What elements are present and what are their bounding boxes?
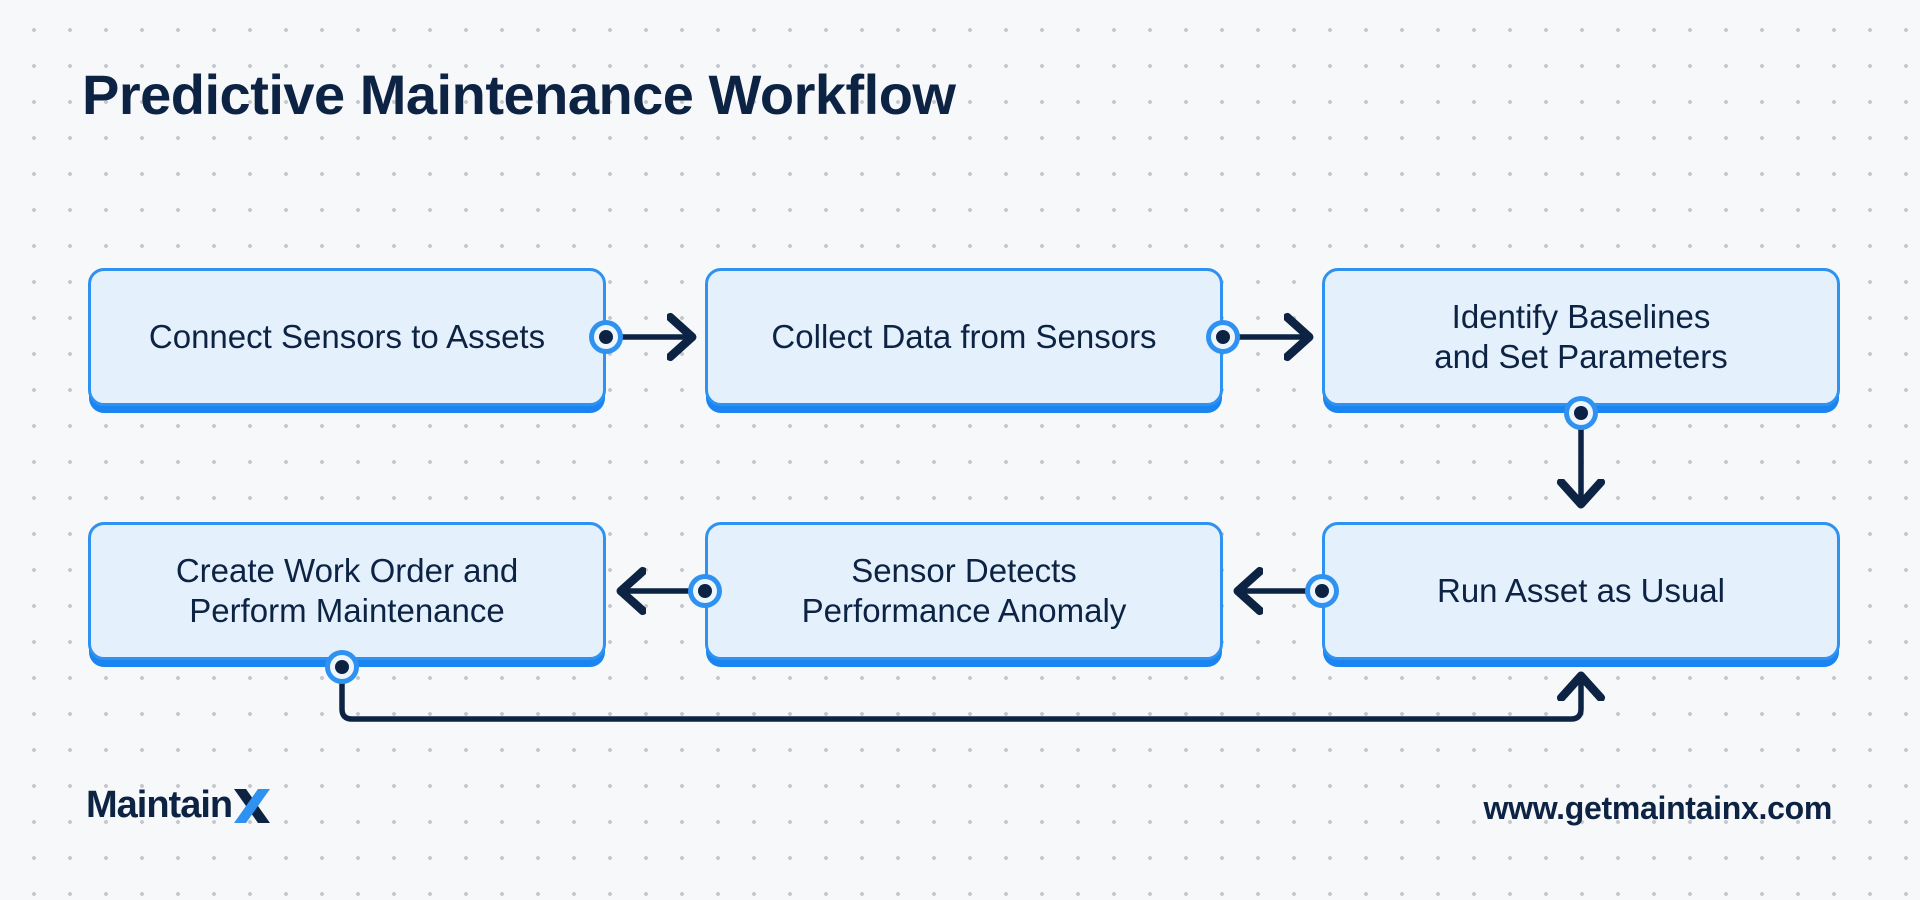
flow-node-label: Collect Data from Sensors: [771, 317, 1157, 355]
flow-node-label-line1: Identify Baselines: [1451, 297, 1711, 335]
flow-node-label-line2: and Set Parameters: [1434, 338, 1728, 375]
flow-node-sensor-detects[interactable]: Sensor Detects Performance Anomaly: [705, 522, 1223, 660]
flow-node-label-line1: Create Work Order and: [175, 551, 519, 589]
edge-workorder-loopback-to-run: [339, 664, 1581, 722]
flow-node-label: Run Asset as Usual: [1437, 571, 1725, 609]
logo-x-icon: [234, 788, 271, 823]
connector-dot-create-work-order-out[interactable]: [325, 650, 359, 684]
flow-node-label-wrapper: Sensor Detects Performance Anomaly: [802, 551, 1127, 632]
page-title: Predictive Maintenance Workflow: [82, 63, 956, 126]
flow-node-create-work-order[interactable]: Create Work Order and Perform Maintenanc…: [88, 522, 606, 660]
site-url: www.getmaintainx.com: [1483, 790, 1833, 826]
flow-node-connect-sensors[interactable]: Connect Sensors to Assets: [88, 268, 606, 406]
flow-node-label-line2: Performance Anomaly: [801, 592, 1127, 629]
flow-node-label-wrapper: Create Work Order and Perform Maintenanc…: [176, 551, 518, 632]
flow-node-run-asset[interactable]: Run Asset as Usual: [1322, 522, 1840, 660]
maintainx-logo: Maintain: [86, 784, 271, 827]
flow-node-label-line1: Sensor Detects: [851, 551, 1077, 589]
flow-node-label-wrapper: Identify Baselines and Set Parameters: [1434, 297, 1728, 378]
connector-dot-connect-sensors-out[interactable]: [589, 320, 623, 354]
connector-dot-collect-data-out[interactable]: [1206, 320, 1240, 354]
flow-node-identify-baselines[interactable]: Identify Baselines and Set Parameters: [1322, 268, 1840, 406]
flow-node-collect-data[interactable]: Collect Data from Sensors: [705, 268, 1223, 406]
connector-dot-identify-baselines-out[interactable]: [1564, 396, 1598, 430]
flow-node-label: Connect Sensors to Assets: [148, 317, 546, 355]
connector-dot-run-asset-out[interactable]: [1305, 574, 1339, 608]
flow-node-label-line2: Perform Maintenance: [189, 592, 505, 629]
connector-dot-sensor-detects-out[interactable]: [688, 574, 722, 608]
logo-wordmark: Maintain: [86, 784, 233, 826]
